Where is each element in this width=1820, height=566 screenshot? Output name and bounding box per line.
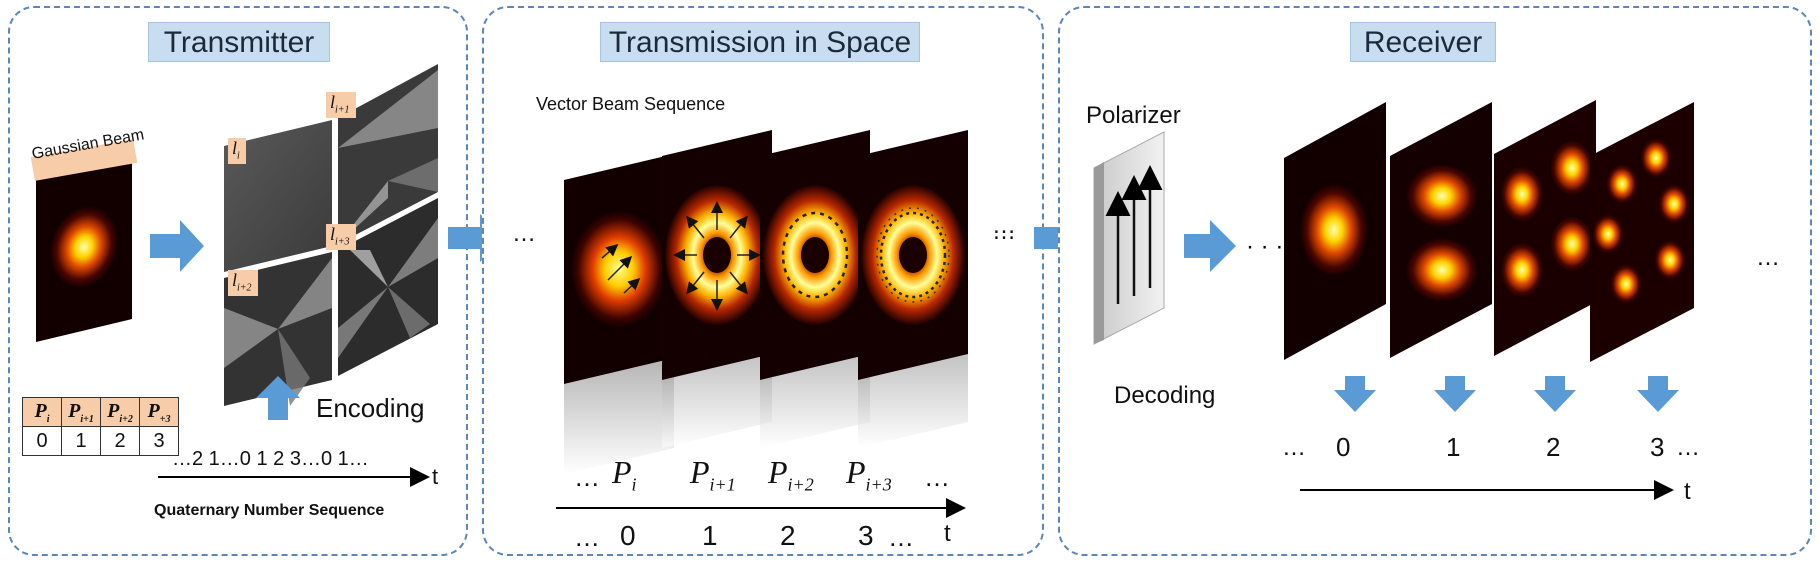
hologram-label-2: li+1 <box>330 92 350 116</box>
symbol-table: Pi Pi+1 Pi+2 P+3 0 1 2 3 <box>22 397 179 456</box>
trailing-ellipsis: … <box>992 218 1016 245</box>
p-label-i1: Pi+1 <box>690 454 736 495</box>
down-arrow-icon <box>1334 376 1376 412</box>
output-frame <box>1590 102 1694 362</box>
vector-beam-frame <box>760 130 870 380</box>
table-cell: 3 <box>139 426 179 456</box>
table-header: Pi+1 <box>61 397 101 427</box>
sequence-axis-t: t <box>432 464 439 489</box>
value-1: 1 <box>702 520 718 551</box>
table-cell: 2 <box>100 426 140 456</box>
value-0: 0 <box>620 520 636 551</box>
leading-ellipsis: … <box>512 220 536 247</box>
hologram-label-4: li+3 <box>330 224 350 248</box>
receiver-panel: Receiver Polarizer Decoding · · · <box>1058 6 1812 556</box>
transmitter-diagram <box>30 64 438 487</box>
down-arrow-icon <box>1637 376 1679 412</box>
vector-beam-frame <box>858 130 968 380</box>
value-3: 3 <box>858 520 874 551</box>
table-cell: 0 <box>22 426 62 456</box>
decoded-value-3: 3 <box>1650 432 1665 462</box>
polarizer-label: Polarizer <box>1086 102 1181 129</box>
hologram-label-1: li <box>232 138 240 162</box>
p-label-i2: Pi+2 <box>768 454 814 495</box>
decoded-ellipsis-right: … <box>1676 434 1700 461</box>
down-arrow-icon <box>1434 376 1476 412</box>
output-frame <box>1494 100 1596 356</box>
decoded-ellipsis-left: … <box>1282 434 1306 461</box>
right-arrow-icon <box>150 220 204 272</box>
receiver-title: Receiver <box>1350 22 1496 62</box>
connector-ellipsis: … <box>992 212 1016 239</box>
sequence-caption: Quaternary Number Sequence <box>154 502 385 519</box>
hologram-plate <box>224 120 332 272</box>
quaternary-sequence: …2 1…0 1 2 3…0 1… <box>172 448 369 470</box>
transmitter-title: Transmitter <box>148 22 330 62</box>
table-cell: 1 <box>61 426 101 456</box>
p-label-i3: Pi+3 <box>846 454 892 495</box>
vector-beam-frame <box>662 130 772 380</box>
space-panel: Transmission in Space Vector Beam Sequen… <box>482 6 1044 556</box>
value-2: 2 <box>780 520 796 551</box>
receiver-diagram: · · · <box>1093 100 1694 500</box>
gaussian-beam-plate <box>36 153 132 342</box>
value-ellipsis-right: … <box>888 522 914 552</box>
decoding-label: Decoding <box>1114 382 1216 409</box>
table-header: P+3 <box>139 397 179 427</box>
down-arrow-icon <box>1534 376 1576 412</box>
output-frame <box>1284 102 1386 360</box>
vector-beam-frame <box>564 154 674 384</box>
up-arrow-icon <box>256 376 300 420</box>
p-label-i: Pi <box>612 454 637 495</box>
receiver-axis-t: t <box>1684 478 1691 505</box>
space-axis-t: t <box>944 520 951 547</box>
vector-beam-label: Vector Beam Sequence <box>536 94 726 114</box>
output-frame <box>1390 102 1492 358</box>
value-ellipsis-left: … <box>574 522 600 552</box>
table-header: Pi <box>22 397 62 427</box>
hologram-label-3: li+2 <box>232 270 252 294</box>
vector-beam-diagram <box>556 130 968 518</box>
space-title: Transmission in Space <box>600 22 920 62</box>
gaussian-label-bg <box>30 139 138 181</box>
decoded-value-1: 1 <box>1446 432 1461 462</box>
polarizer-plate <box>1093 131 1165 345</box>
decoded-value-0: 0 <box>1336 432 1351 462</box>
receiver-trailing-ellipsis: … <box>1756 244 1780 271</box>
p-label-ellipsis-right: … <box>924 462 950 492</box>
decoded-value-2: 2 <box>1546 432 1561 462</box>
right-arrow-icon <box>1184 220 1236 272</box>
transmitter-panel: Transmitter <box>8 6 468 556</box>
p-label-ellipsis-left: … <box>574 462 600 492</box>
table-header: Pi+2 <box>100 397 140 427</box>
encoding-label: Encoding <box>316 393 425 423</box>
receiver-ellipsis: · · · <box>1246 233 1283 260</box>
